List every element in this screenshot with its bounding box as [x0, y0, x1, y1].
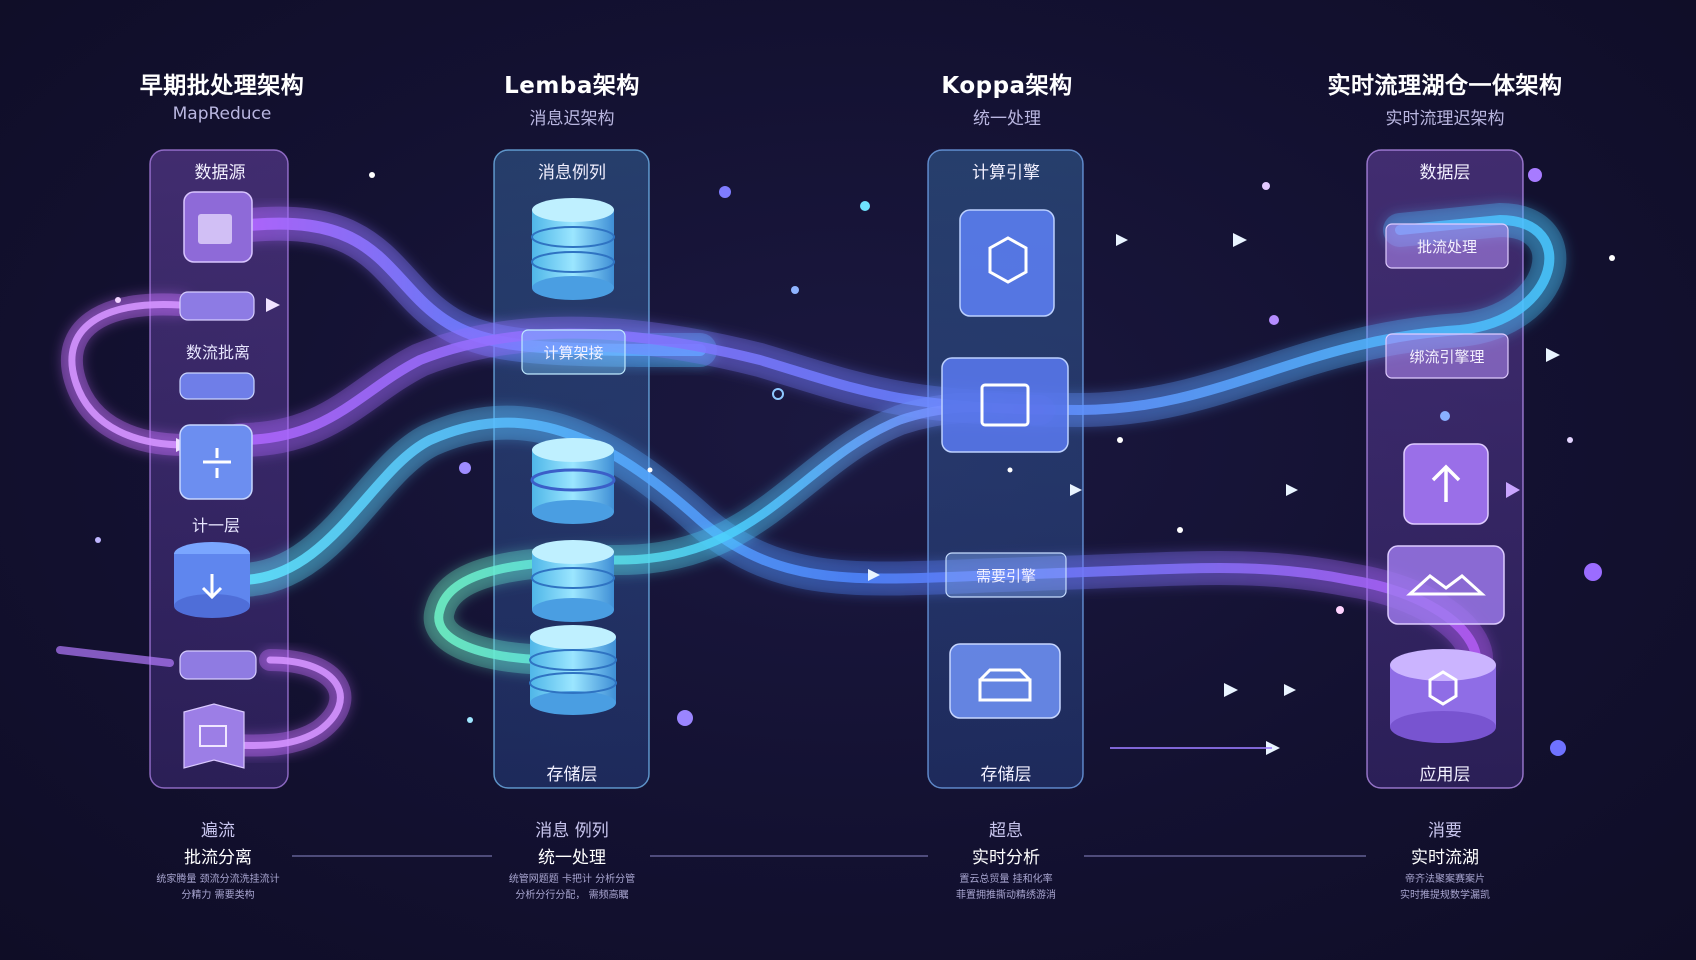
flow-loop-left [56, 293, 352, 757]
panel-label-data-layer: 数据层 [1419, 163, 1471, 183]
footer-a-batch: 遍流 [201, 821, 235, 841]
chip-compute: 计算架接 [543, 343, 604, 362]
footer-c1-koppa: 置云总贸量 挂和化率 [959, 874, 1053, 885]
column-title-batch: 早期批处理架构 [139, 73, 305, 99]
footer-a-lemba: 消息 例列 [535, 821, 609, 841]
batch-components [174, 191, 257, 769]
footer-b-batch: 批流分离 [184, 848, 252, 868]
label-stream-batch-separation: 数流批离 [185, 343, 250, 362]
footer-a-koppa: 超息 [989, 821, 1023, 841]
footer-b-lakehouse: 实时流湖 [1411, 848, 1479, 868]
koppa-blocks [941, 209, 1069, 719]
panel-label-compute-engine: 计算引擎 [972, 163, 1040, 183]
chip-batch-stream: 批流处理 [1416, 237, 1477, 256]
footer-a-lakehouse: 消要 [1428, 821, 1462, 841]
chip-stream-engine: 绑流引擎理 [1409, 347, 1485, 366]
column-subtitle-lakehouse: 实时流理迟架构 [1385, 109, 1505, 129]
panel-label-storage-lemba: 存储层 [546, 765, 598, 785]
panel-label-storage-koppa: 存储层 [980, 765, 1032, 785]
column-subtitle-lemba: 消息迟架构 [529, 109, 615, 129]
panel-label-data-source: 数据源 [194, 163, 246, 183]
book-icon [183, 703, 245, 769]
footer-c2-lakehouse: 实时推提规数学漏凯 [1400, 890, 1490, 901]
footer-c2-koppa: 菲置拥推撕动精绣游消 [956, 890, 1056, 901]
column-title-lemba: Lemba架构 [504, 73, 640, 99]
label-compute-layer: 计一层 [191, 516, 240, 535]
footer-b-lemba: 统一处理 [538, 848, 606, 868]
footer-c1-lemba: 统管网题题 卡把计 分析分管 [508, 874, 636, 885]
lemba-databases [521, 198, 626, 715]
cube-icon [959, 209, 1055, 317]
panel-label-message-queue: 消息例列 [538, 163, 606, 183]
database-icon [1390, 649, 1496, 743]
column-subtitle-koppa: 统一处理 [973, 109, 1041, 129]
lakehouse-blocks [1385, 223, 1509, 743]
column-subtitle-batch: MapReduce [172, 104, 272, 124]
flow-band-5 [223, 405, 1493, 707]
database-icon [531, 198, 615, 300]
column-title-koppa: Koppa架构 [941, 73, 1073, 99]
flow-band-6 [423, 392, 1055, 675]
panel-label-application-layer: 应用层 [1419, 765, 1471, 785]
particles [95, 168, 1615, 756]
footer-c1-lakehouse: 帝齐法聚案赛案片 [1405, 874, 1485, 885]
footer-c2-lemba: 分析分行分配， 需频高瞩 [515, 890, 629, 901]
column-title-lakehouse: 实时流理湖仓一体架构 [1327, 73, 1563, 99]
chip-engine: 需要引擎 [975, 566, 1036, 585]
footer-b-koppa: 实时分析 [972, 848, 1040, 868]
footer-c1-batch: 统家腾量 颈流分流洗挂流计 [156, 874, 280, 885]
footer-c2-batch: 分精力 需要类构 [181, 890, 255, 901]
